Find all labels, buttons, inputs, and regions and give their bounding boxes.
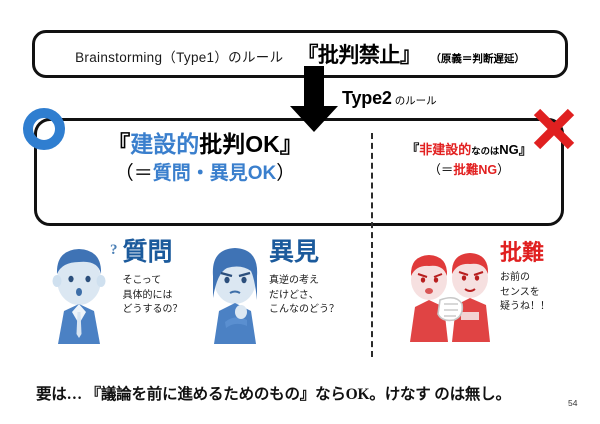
- example-question-caption: 質問 そこって 具体的には どうするの？: [123, 240, 183, 318]
- example-objection-caption: 異見 真逆の考え だけどさ、 こんなのどう？: [269, 240, 339, 318]
- type2-label-sub: のルール: [394, 95, 437, 107]
- bracket-open-left: 『: [107, 131, 131, 157]
- type2-rule-box: [34, 118, 564, 226]
- type2-label: Type2 のルール: [342, 88, 437, 109]
- summary-footer-text: 要は… 『議論を前に進めるためのもの』ならOK。けなす のは無し。: [36, 386, 511, 403]
- blame-ng: 批難NG: [453, 162, 498, 177]
- bracket-close-right: 』: [518, 142, 532, 157]
- constructive-ok-line2: （＝質問・異見OK）: [50, 161, 360, 188]
- vertical-dashed-divider: [371, 133, 373, 357]
- bracket-open-right: 『: [406, 142, 420, 157]
- criticism-ok-word: 批判OK: [199, 131, 280, 157]
- bracket-close-left: 』: [279, 131, 303, 157]
- type1-rule-emphasis: 『批判禁止』: [297, 44, 421, 67]
- type2-label-main: Type2: [342, 88, 392, 108]
- question-objection-ok: 質問・異見OK: [152, 162, 277, 184]
- constructive-ok-line1: 『建設的批判OK』: [50, 130, 360, 159]
- circle-ok-icon: [23, 108, 65, 150]
- non-constructive-ng-line2: （＝批難NG）: [380, 161, 558, 180]
- down-arrow-icon: [290, 66, 338, 132]
- non-constructive-ng-line1: 『非建設的なのはNG』: [380, 142, 558, 159]
- type1-rule-note: （原義＝判断遅延）: [430, 53, 525, 65]
- example-objection: 異見 真逆の考え だけどさ、 こんなのどう？: [205, 240, 339, 344]
- man-question-avatar-icon: [52, 249, 106, 344]
- constructive-ok-pane: 『建設的批判OK』 （＝質問・異見OK）: [50, 130, 360, 187]
- page-number: 54: [568, 398, 578, 408]
- non-constructive-word: 非建設的: [419, 142, 472, 157]
- example-blame: 批難 お前の センスを 疑うね！！: [404, 242, 550, 342]
- example-objection-body: 真逆の考え だけどさ、 こんなのどう？: [269, 275, 339, 315]
- example-objection-heading: 異見: [269, 239, 320, 266]
- two-men-blaming-avatar-icon: [410, 253, 490, 342]
- question-mark-glyph: ?: [110, 242, 118, 258]
- example-question: ? 質問 そこって 具体的には どうするの？: [48, 240, 183, 344]
- cross-ng-icon: [533, 108, 575, 150]
- paren-open-right: （＝: [428, 162, 454, 177]
- type1-rule-label: Brainstorming（Type1）のルール: [75, 50, 284, 65]
- type1-rule-line: Brainstorming（Type1）のルール 『批判禁止』 （原義＝判断遅延…: [75, 39, 525, 69]
- ng-word: NG: [499, 142, 519, 157]
- paren-open-left: （＝: [114, 162, 153, 184]
- paren-close-right: ）: [497, 162, 510, 177]
- example-blame-body: お前の センスを 疑うね！！: [500, 272, 550, 312]
- type1-rule-box: Brainstorming（Type1）のルール 『批判禁止』 （原義＝判断遅延…: [32, 30, 568, 78]
- example-question-body: そこって 具体的には どうするの？: [122, 275, 183, 315]
- examples-row: ? 質問 そこって 具体的には どうするの？ 異見 真: [0, 236, 600, 362]
- example-blame-heading: 批難: [500, 240, 545, 265]
- woman-objection-avatar-icon: [212, 248, 258, 344]
- nanoha-particle: なのは: [471, 146, 500, 156]
- example-blame-caption: 批難 お前の センスを 疑うね！！: [500, 242, 550, 315]
- non-constructive-ng-pane: 『非建設的なのはNG』 （＝批難NG）: [380, 142, 558, 180]
- paren-close-left: ）: [276, 162, 296, 184]
- example-question-heading: 質問: [122, 239, 173, 266]
- constructive-word: 建設的: [130, 131, 200, 157]
